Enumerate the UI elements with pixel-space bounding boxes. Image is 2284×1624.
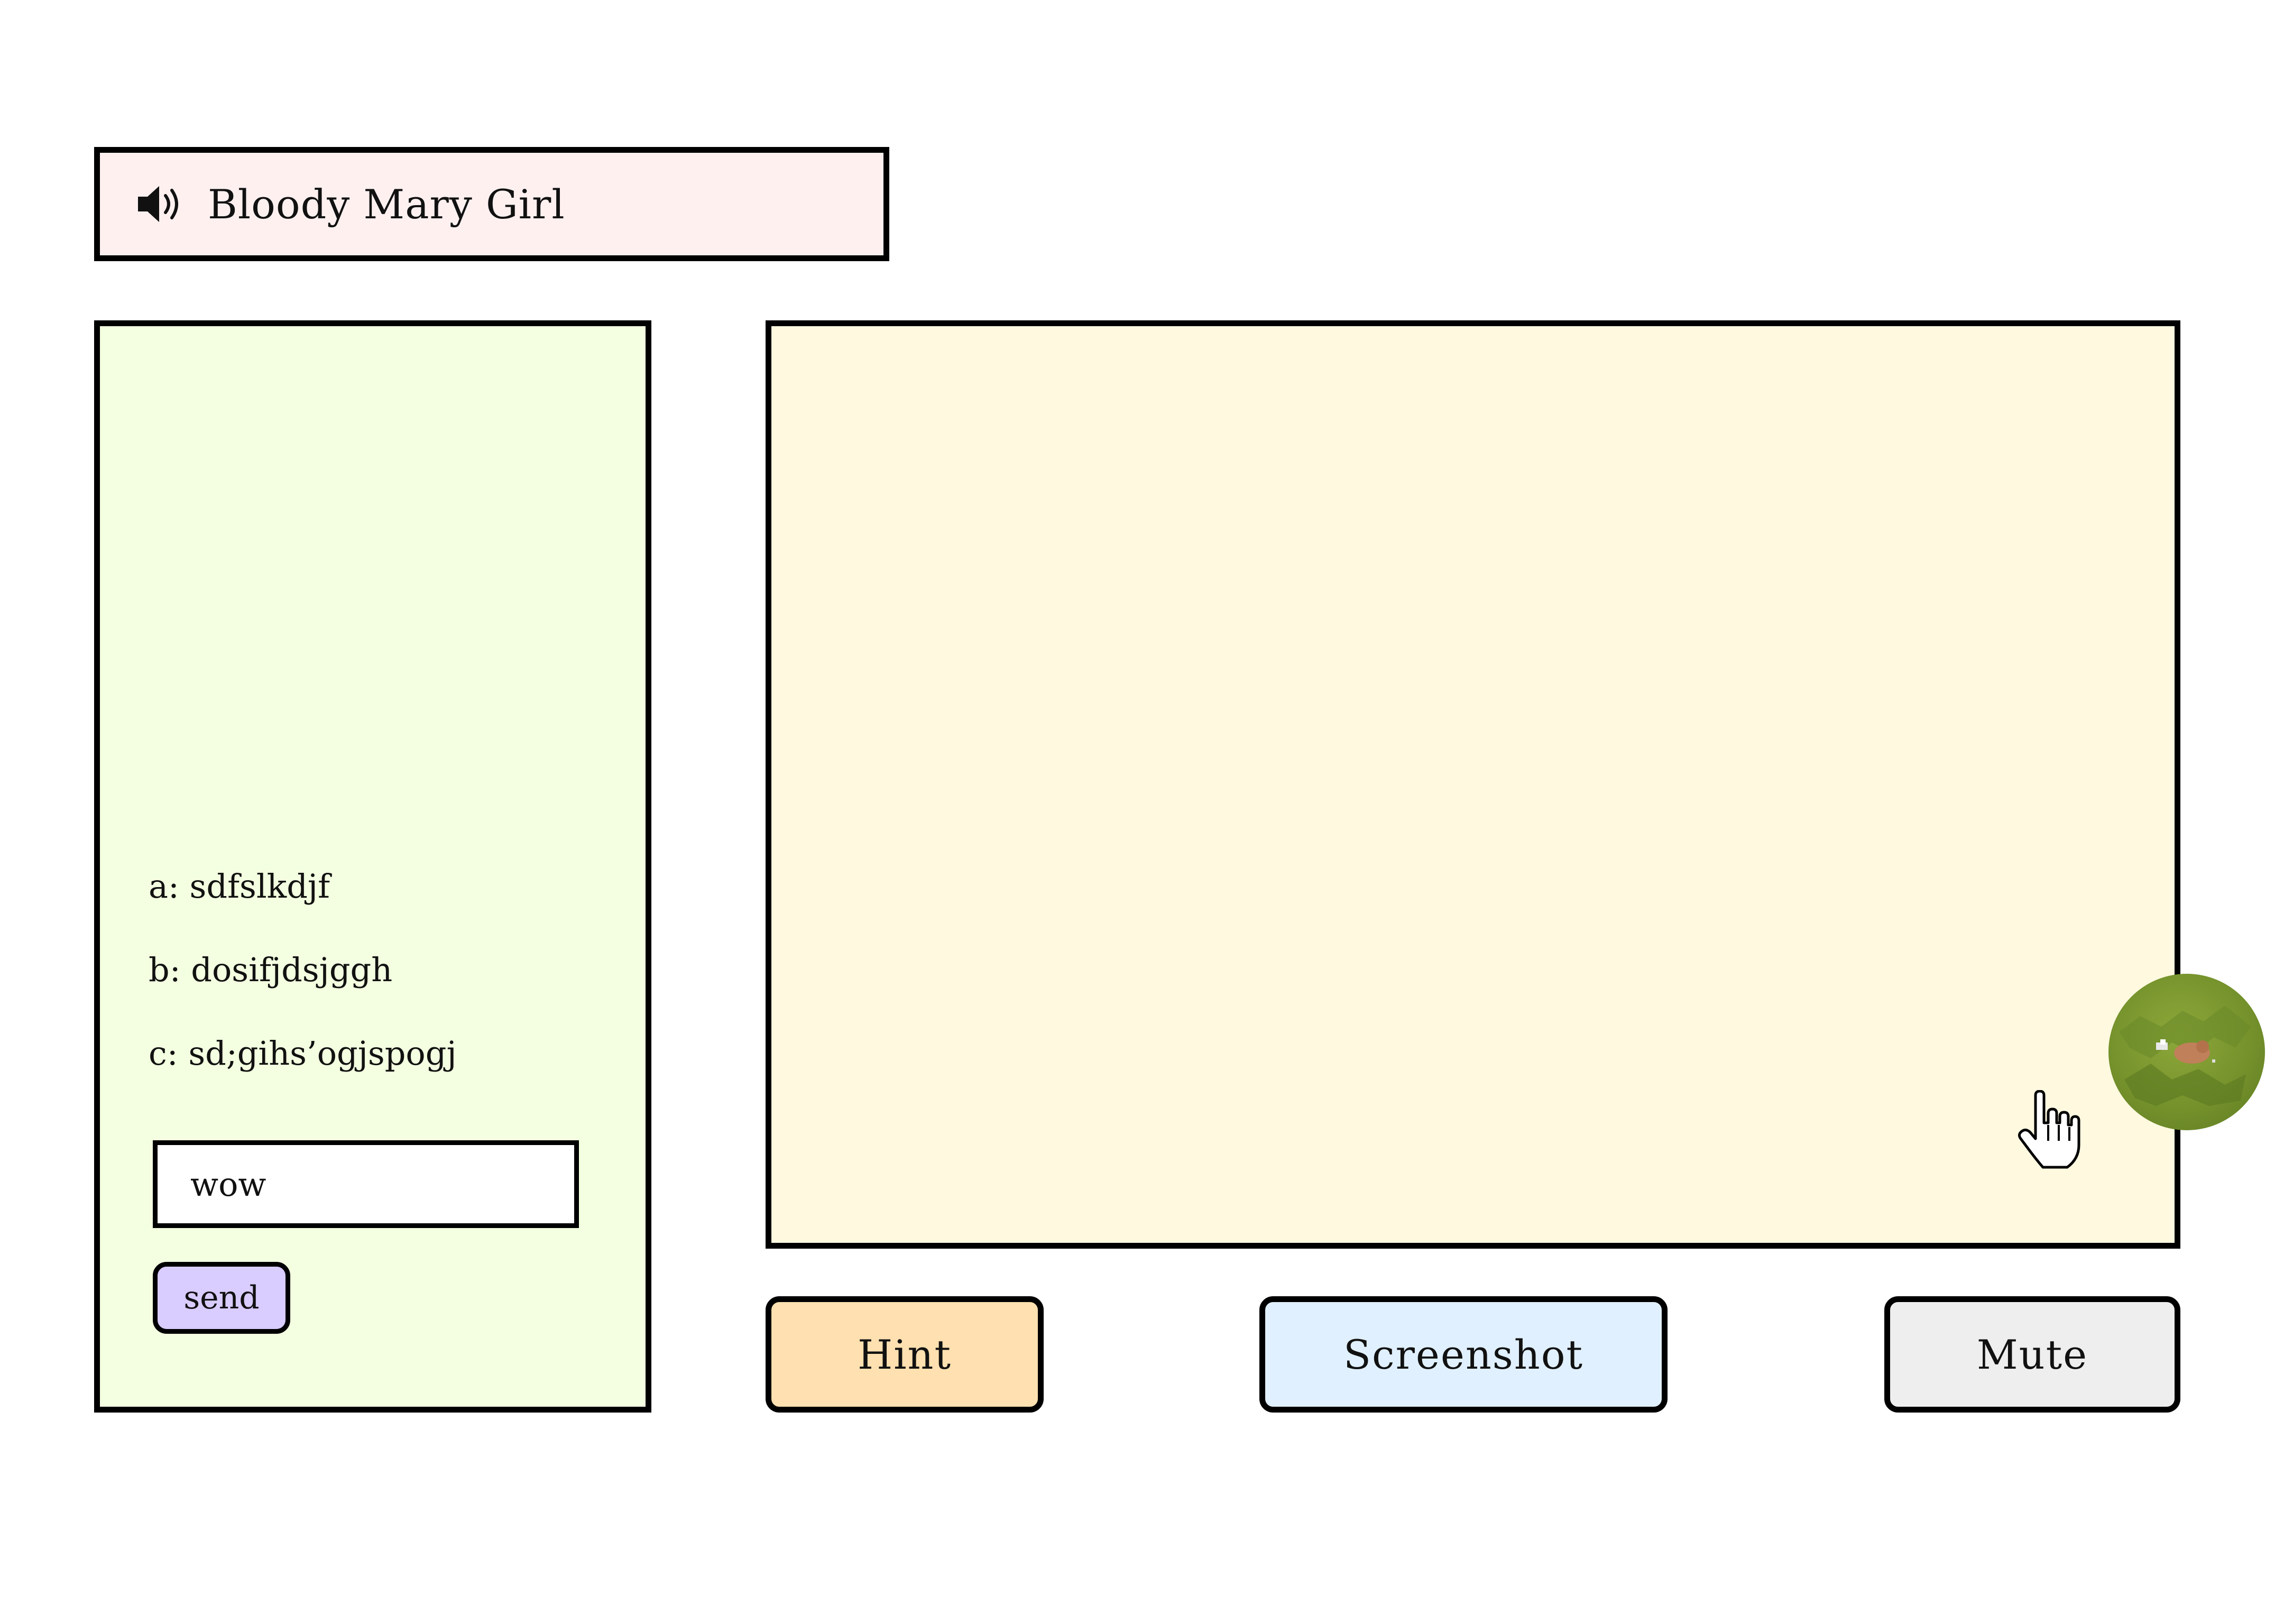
hand-pointer-icon	[2018, 1090, 2080, 1169]
chat-input[interactable]	[153, 1140, 579, 1228]
mute-button[interactable]: Mute	[1884, 1296, 2180, 1413]
song-title: Bloody Mary Girl	[208, 180, 565, 228]
speaker-icon[interactable]	[134, 178, 187, 230]
title-bar: Bloody Mary Girl	[94, 147, 889, 261]
character-avatar-icon[interactable]	[2108, 974, 2265, 1130]
chat-message: a: sdfslkdjf	[149, 867, 330, 906]
chat-message: b: dosifjdsjggh	[149, 951, 393, 989]
chat-message: c: sd;gihs’ogjspogj	[149, 1034, 457, 1073]
send-button[interactable]: send	[153, 1262, 290, 1334]
hint-button[interactable]: Hint	[766, 1296, 1044, 1413]
game-area[interactable]	[766, 320, 2180, 1249]
screenshot-button[interactable]: Screenshot	[1259, 1296, 1668, 1413]
chat-panel: a: sdfslkdjf b: dosifjdsjggh c: sd;gihs’…	[94, 320, 651, 1413]
